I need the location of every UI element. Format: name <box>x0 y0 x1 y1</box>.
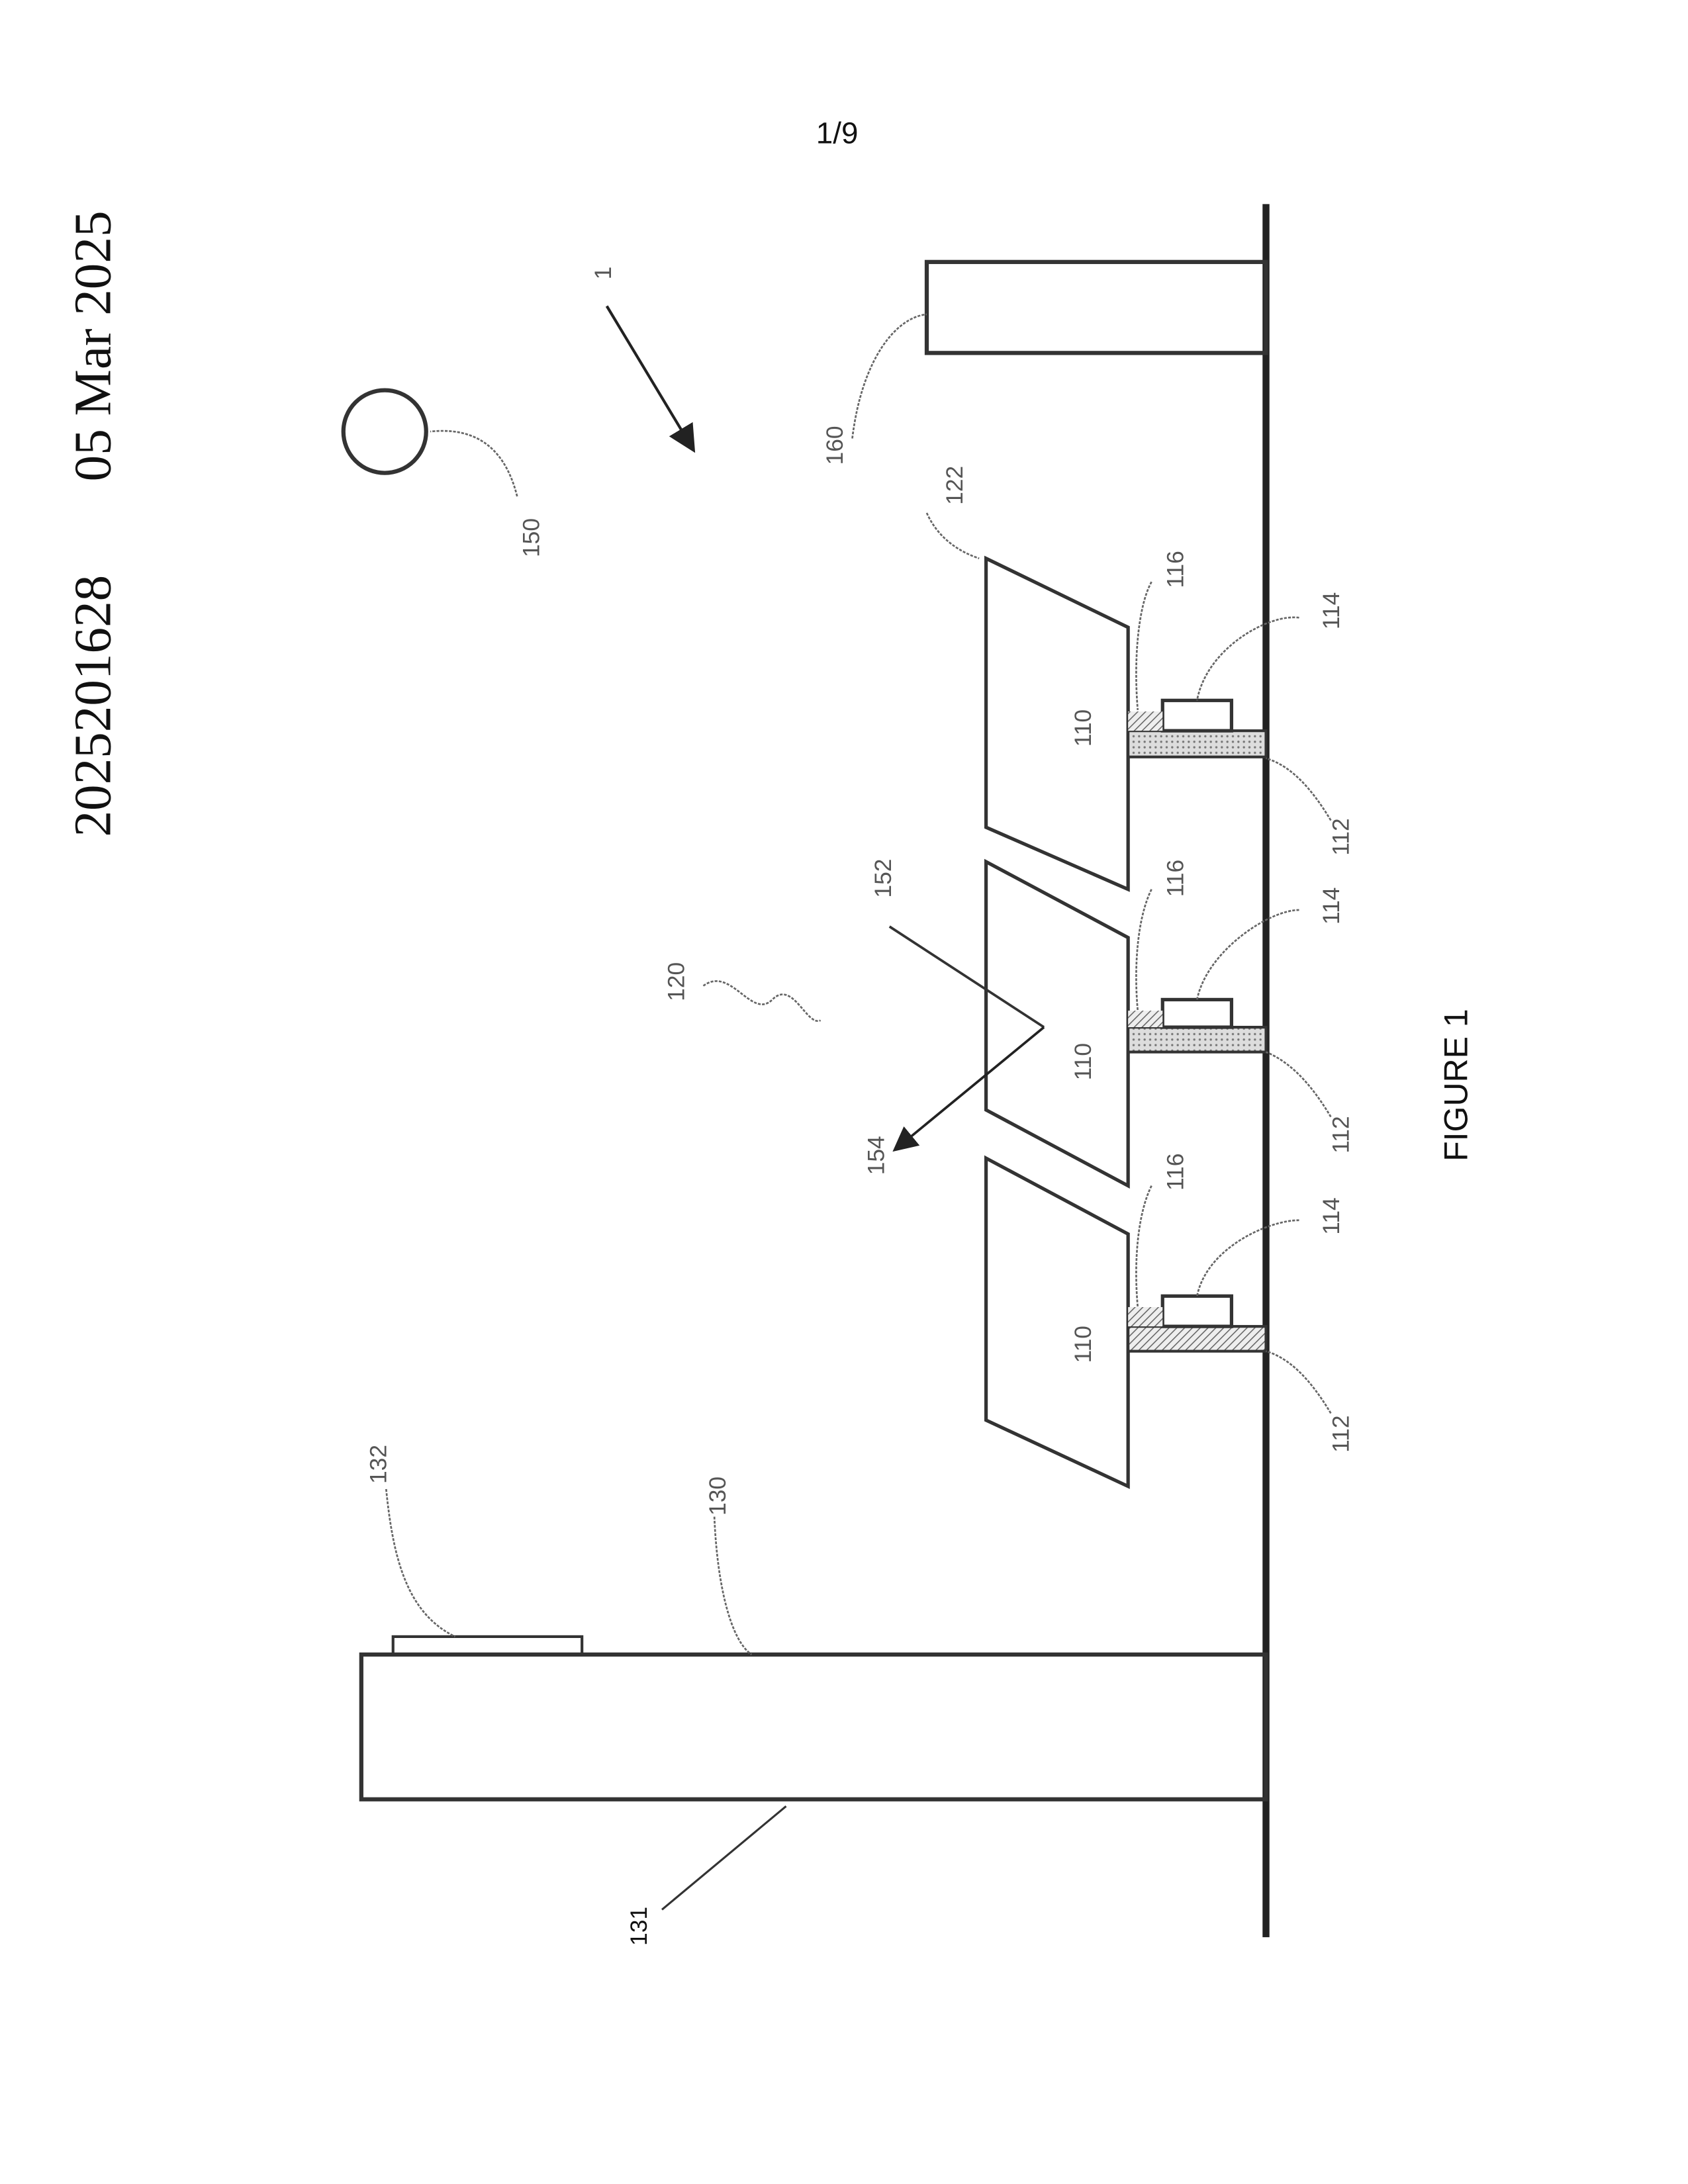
label-actuator-1: 114 <box>1318 592 1344 629</box>
figure-title: FIGURE 1 <box>1438 1009 1475 1161</box>
actuator-3 <box>1162 1296 1231 1326</box>
panel-1 <box>986 559 1129 889</box>
label-reflected-ray: 154 <box>863 1136 889 1175</box>
post-3 <box>1128 1326 1266 1351</box>
label-post-2: 112 <box>1328 1116 1354 1153</box>
label-actuator-3: 114 <box>1318 1197 1344 1234</box>
panel-3 <box>986 1158 1129 1486</box>
wall-top-element <box>393 1637 582 1655</box>
column <box>927 262 1266 353</box>
array-wavy-leader <box>704 981 821 1021</box>
publication-number: 2025201628 <box>64 575 122 837</box>
label-panel-1: 110 <box>1070 709 1096 747</box>
label-wall: 130 <box>704 1477 731 1516</box>
label-incident-ray: 152 <box>870 859 896 898</box>
page-number: 1/9 <box>816 116 859 150</box>
label-wall-face: 131 <box>626 1907 652 1946</box>
label-panel-2: 110 <box>1070 1043 1096 1080</box>
label-column: 160 <box>821 426 848 465</box>
label-post-3: 112 <box>1328 1415 1354 1452</box>
sun <box>344 390 426 473</box>
post-2 <box>1128 1027 1266 1052</box>
panel-2 <box>986 862 1129 1186</box>
actuator-2 <box>1162 999 1231 1027</box>
label-joint-1: 116 <box>1162 551 1189 588</box>
joint-2 <box>1128 1011 1162 1027</box>
actuator-1 <box>1162 700 1231 731</box>
publication-date: 05 Mar 2025 <box>64 210 122 481</box>
label-array: 120 <box>663 962 689 1001</box>
incident-ray <box>890 927 1044 1027</box>
system-arrow <box>607 306 692 449</box>
wall <box>361 1655 1266 1799</box>
label-post-1: 112 <box>1328 818 1354 855</box>
label-joint-2: 116 <box>1162 860 1189 897</box>
label-system: 1 <box>590 267 616 280</box>
label-joint-3: 116 <box>1162 1154 1189 1191</box>
label-wall-top: 132 <box>365 1445 391 1484</box>
label-panel-3: 110 <box>1070 1326 1096 1363</box>
label-actuator-2: 114 <box>1318 887 1344 925</box>
joint-1 <box>1128 711 1162 731</box>
label-sun: 150 <box>518 518 545 557</box>
joint-3 <box>1128 1307 1162 1326</box>
post-1 <box>1128 731 1266 757</box>
label-panel-edge: 122 <box>941 466 968 505</box>
reference-labels: 1 150 160 122 110 110 110 112 112 112 11… <box>365 267 1354 1946</box>
